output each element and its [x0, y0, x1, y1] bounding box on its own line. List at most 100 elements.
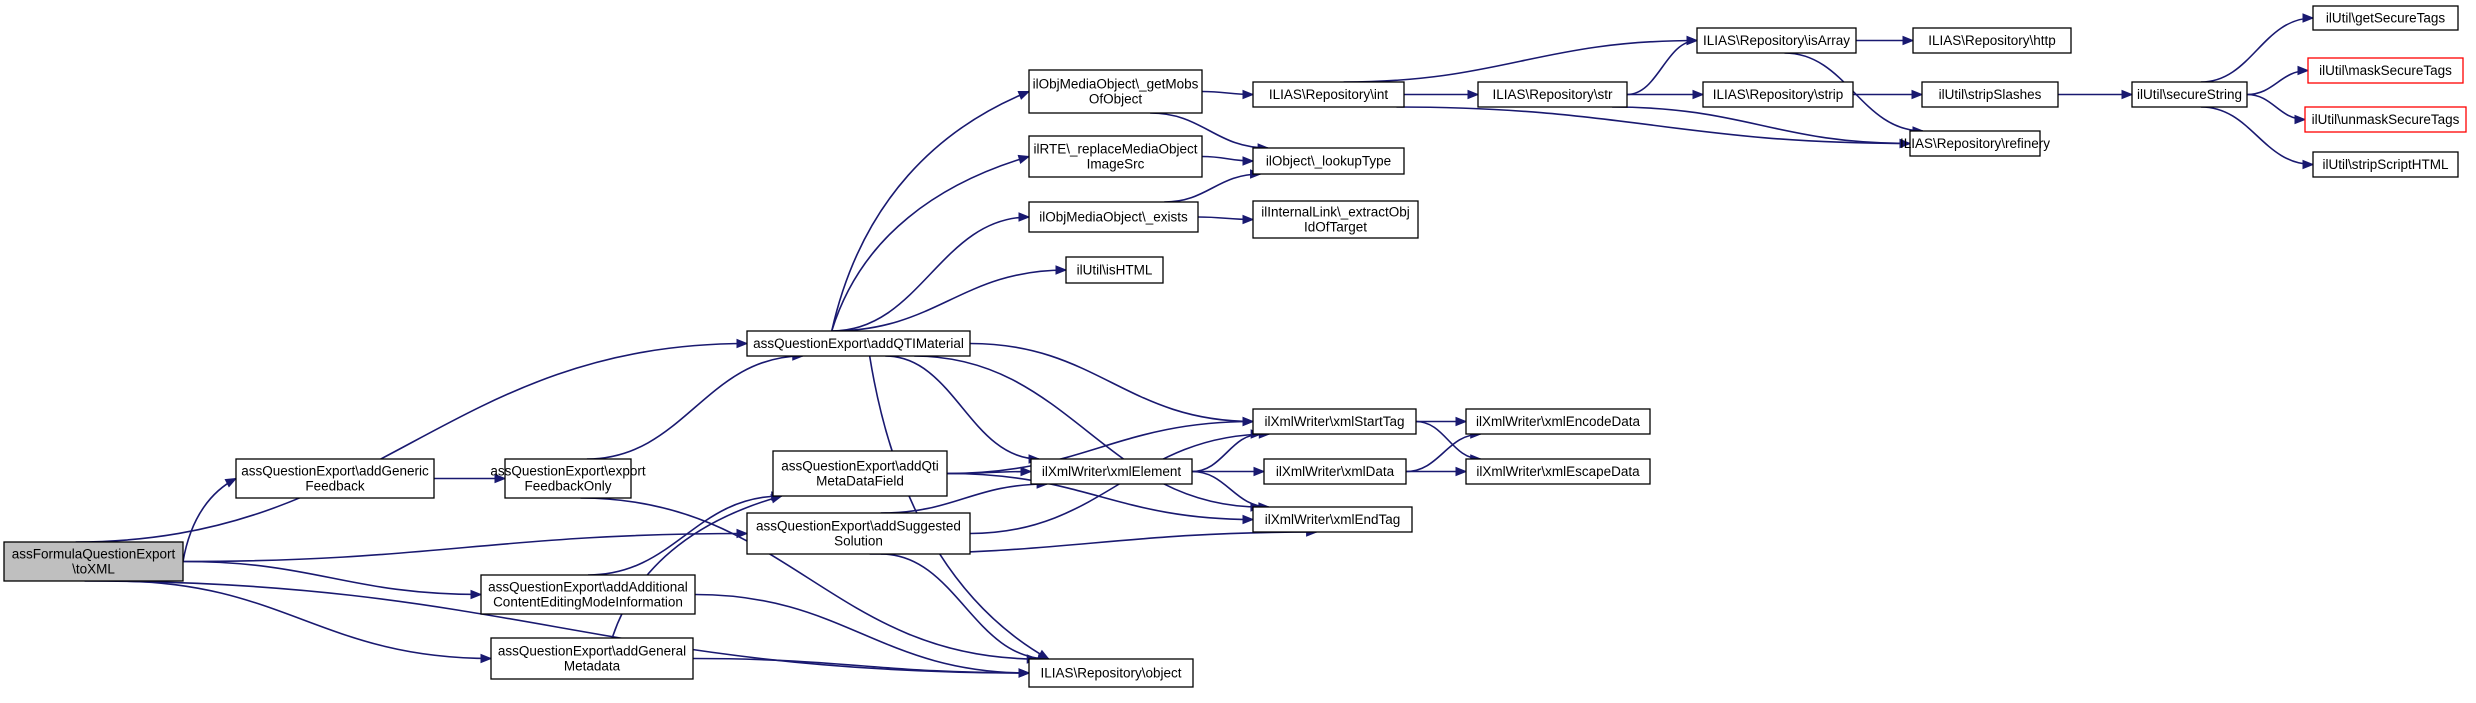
node-mobExists[interactable]: ilObjMediaObject\_exists [1028, 201, 1199, 233]
arrowhead-icon [736, 338, 749, 349]
node-stripSlashes[interactable]: ilUtil\stripSlashes [1921, 81, 2059, 108]
node-label: ILIAS\Repository\http [1928, 33, 2056, 48]
edge-addQTIMaterial-to-xmlElement [885, 355, 1041, 464]
edge-addSuggestedSolution-to-repoObject [880, 553, 1051, 664]
edge-repoIsArray-to-repoHttp [1856, 35, 1915, 46]
edge-secureString-to-getSecureTags [2200, 13, 2315, 83]
node-stripScriptHTML[interactable]: ilUtil\stripScriptHTML [2312, 151, 2459, 178]
edge-exportFeedbackOnly-to-addQTIMaterial [586, 351, 805, 460]
node-getSecureTags[interactable]: ilUtil\getSecureTags [2312, 5, 2459, 31]
edge-line [885, 355, 1040, 460]
node-repoObject[interactable]: ILIAS\Repository\object [1028, 658, 1194, 688]
arrowhead-icon [1242, 416, 1255, 427]
node-addAdditionalContentEditingModeInformation[interactable]: assQuestionExport\addAdditionalContentEd… [480, 574, 696, 615]
node-xmlEndTag[interactable]: ilXmlWriter\xmlEndTag [1252, 506, 1413, 533]
node-box [1252, 147, 1405, 175]
edge-line [914, 355, 1261, 508]
node-repoStrip[interactable]: ILIAS\Repository\strip [1702, 81, 1854, 108]
edge-line [694, 593, 1030, 674]
node-box [1252, 408, 1417, 435]
edge-root-to-addAdditionalContentEditingModeInformation [182, 560, 483, 600]
edge-line [587, 495, 782, 576]
node-box [1028, 658, 1194, 688]
node-label: ilUtil\isHTML [1077, 263, 1153, 278]
node-box [1465, 458, 1651, 485]
node-unmaskSecureTags[interactable]: ilUtil\unmaskSecureTags [2304, 106, 2467, 133]
node-label: OfObject [1089, 92, 1143, 107]
arrowhead-icon [1911, 89, 1924, 100]
node-box [1465, 408, 1651, 435]
arrowhead-icon [1467, 89, 1480, 100]
edge-line [946, 420, 1254, 475]
node-box [746, 512, 971, 555]
node-isHTML[interactable]: ilUtil\isHTML [1065, 256, 1164, 284]
arrowhead-icon [1017, 90, 1031, 100]
node-xmlData[interactable]: ilXmlWriter\xmlData [1263, 458, 1407, 485]
arrowhead-icon [1242, 156, 1255, 166]
node-box [746, 330, 971, 357]
node-label: assQuestionExport\addGeneric [241, 464, 429, 479]
node-box [1028, 69, 1203, 114]
node-label: ilUtil\secureString [2137, 87, 2242, 102]
edge-line [1150, 112, 1269, 149]
node-label: assQuestionExport\addAdditional [488, 580, 688, 595]
edge-root-to-addGeneralMetadata [114, 580, 493, 664]
node-secureString[interactable]: ilUtil\secureString [2131, 81, 2248, 108]
node-box [480, 574, 696, 615]
edge-line [880, 553, 1049, 660]
node-repoHttp[interactable]: ILIAS\Repository\http [1912, 27, 2072, 54]
edge-line [830, 90, 1030, 332]
node-repoRefinery[interactable]: ILIAS\Repository\refinery [1900, 130, 2050, 157]
node-addQTIMaterial[interactable]: assQuestionExport\addQTIMaterial [746, 330, 971, 357]
arrowhead-icon [1018, 212, 1031, 222]
node-xmlElement[interactable]: ilXmlWriter\xmlElement [1030, 458, 1193, 485]
node-maskSecureTags[interactable]: ilUtil\maskSecureTags [2307, 57, 2464, 84]
node-box [2312, 151, 2459, 178]
node-box [1028, 201, 1199, 233]
node-label: \toXML [72, 562, 115, 577]
edge-addAdditionalContentEditingModeInformation-to-repoObject [694, 593, 1031, 678]
edge-line [84, 580, 1030, 674]
node-box [1921, 81, 2059, 108]
arrowhead-icon [1692, 89, 1705, 100]
edge-line [75, 342, 748, 543]
node-label: MetaDataField [816, 474, 904, 489]
node-box [1252, 200, 1419, 239]
edge-line [114, 580, 492, 660]
arrowhead-icon [480, 653, 493, 664]
node-label: assQuestionExport\export [490, 464, 646, 479]
node-repoIsArray[interactable]: ILIAS\Repository\isArray [1696, 27, 1857, 54]
edge-mobExists-to-extractObjIdOfTarget [1197, 214, 1255, 225]
edge-xmlStartTag-to-xmlEncodeData [1416, 416, 1468, 427]
node-box [1252, 81, 1405, 108]
edge-line [1164, 173, 1261, 203]
node-xmlEncodeData[interactable]: ilXmlWriter\xmlEncodeData [1465, 408, 1651, 435]
node-box [2131, 81, 2248, 108]
edge-secureString-to-stripScriptHTML [2200, 106, 2315, 170]
node-label: ilUtil\unmaskSecureTags [2312, 112, 2460, 127]
node-root[interactable]: assFormulaQuestionExport\toXML [3, 541, 184, 582]
arrowhead-icon [224, 477, 238, 488]
edge-line [580, 497, 1038, 660]
edge-line [182, 560, 482, 596]
node-label: ilUtil\maskSecureTags [2319, 63, 2452, 78]
node-box [2304, 106, 2467, 133]
node-lookupType[interactable]: ilObject\_lookupType [1252, 147, 1405, 175]
edge-line [1191, 470, 1269, 508]
node-xmlStartTag[interactable]: ilXmlWriter\xmlStartTag [1252, 408, 1417, 435]
arrowhead-icon [1055, 265, 1068, 275]
node-label: ilObject\_lookupType [1266, 154, 1391, 169]
node-repoStr[interactable]: ILIAS\Repository\str [1477, 81, 1628, 108]
arrowhead-icon [494, 473, 507, 484]
node-repoInt[interactable]: ILIAS\Repository\int [1252, 81, 1405, 108]
edge-repoStr-to-repoIsArray [1626, 35, 1699, 96]
node-xmlEscapeData[interactable]: ilXmlWriter\xmlEscapeData [1465, 458, 1651, 485]
